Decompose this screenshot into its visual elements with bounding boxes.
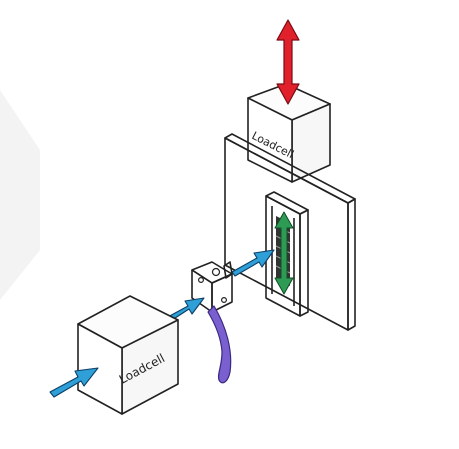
vertical-arrow-icon <box>276 19 300 105</box>
feed-arrow-icon <box>231 249 275 277</box>
specimen-arrow-icon <box>274 211 294 295</box>
top-loadcell-box: Loadcell <box>247 83 331 183</box>
front-loadcell-box: Loadcell <box>77 295 179 415</box>
background-shading <box>0 90 40 300</box>
back-plate <box>224 133 356 331</box>
feed-arrow-icon <box>49 367 99 398</box>
lever-handle <box>207 305 232 384</box>
